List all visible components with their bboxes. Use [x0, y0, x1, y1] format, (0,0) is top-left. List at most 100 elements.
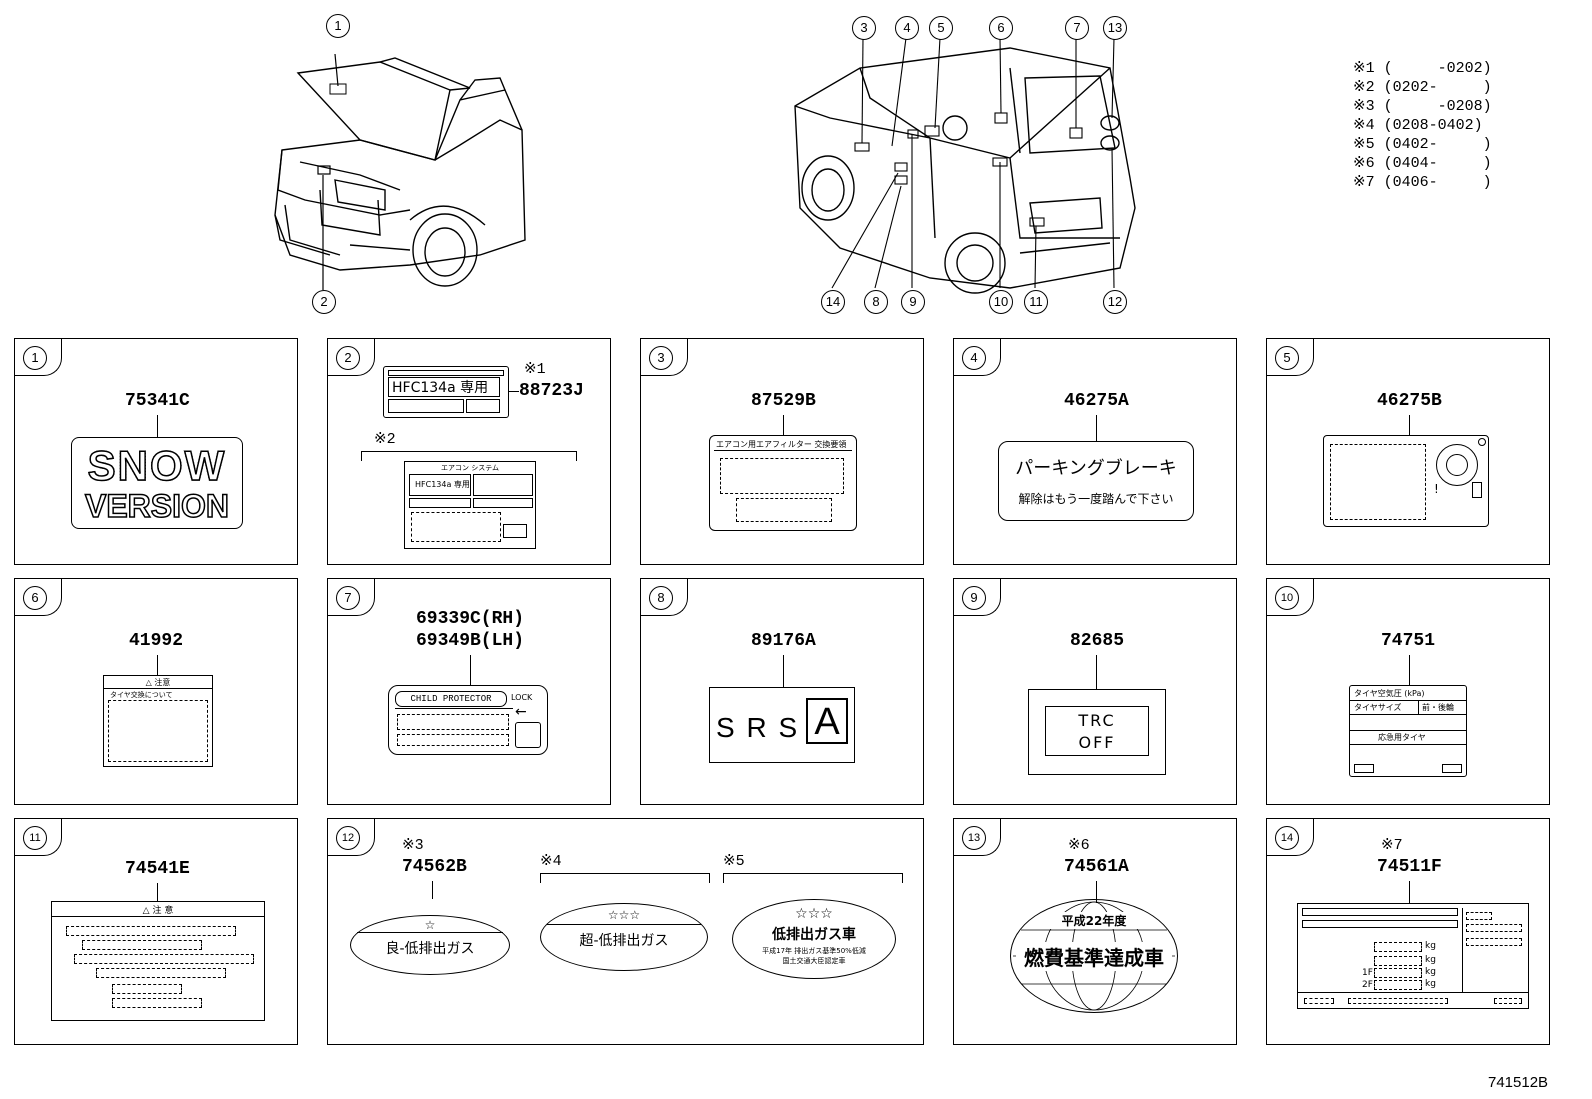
panel-number: 1: [23, 346, 47, 370]
panel-corner: [641, 579, 688, 616]
figure-code: 741512B: [1488, 1074, 1549, 1091]
part-number: 75341C: [125, 391, 190, 411]
note-1: ※1 ( -0202): [1353, 60, 1492, 77]
trc-off-label: TRC OFF: [1028, 689, 1166, 775]
rear-callout-10: 10: [989, 290, 1013, 314]
panel-2: 2 ※1 HFC134a 専用 88723J ※2 エアコン システム HFC1…: [327, 338, 611, 565]
panel-number: 3: [649, 346, 673, 370]
panel-6: 6 41992 △ 注意 タイヤ交換について: [14, 578, 298, 805]
caution-sheet-label: △ 注 意: [51, 901, 265, 1021]
panel-9: 9 82685 TRC OFF: [953, 578, 1237, 805]
panel-8: 8 89176A S R S A: [640, 578, 924, 805]
note-ref-4: ※4: [540, 853, 562, 870]
star-icon: ☆: [424, 918, 436, 932]
front-callout-2: 2: [312, 290, 336, 314]
bracket-5: [723, 873, 903, 883]
decal-line-2: VERSION: [84, 487, 230, 525]
leader-line: [157, 415, 158, 437]
parking-brake-label: パーキングブレーキ 解除はもう一度踏んで下さい: [998, 441, 1194, 521]
panel-corner: [15, 819, 62, 856]
decal-line-1: SNOW: [72, 441, 242, 490]
panel-corner: [1267, 819, 1314, 856]
part-number: 41992: [129, 631, 184, 651]
rear-callout-9: 9: [901, 290, 925, 314]
front-vehicle-drawing: [274, 53, 526, 290]
note-6: ※6 (0404- ): [1353, 155, 1492, 172]
note-ref-2: ※2: [374, 431, 396, 448]
leader-line: [470, 655, 471, 685]
note-ref-7: ※7: [1381, 837, 1403, 854]
tire-pressure-heading: タイヤ空気圧 (kPa): [1354, 689, 1425, 698]
parking-brake-line-2: 解除はもう一度踏んで下さい: [1018, 492, 1174, 506]
note-ref-1: ※1: [524, 361, 546, 378]
panel-corner: [641, 339, 688, 376]
spec-plate-label: kg kg 1F kg 2F kg: [1297, 903, 1529, 1009]
panel-corner: [15, 339, 62, 376]
rear-vehicle-drawing: [794, 37, 1136, 294]
rear-callout-13: 13: [1103, 16, 1127, 40]
rear-callout-14: 14: [821, 290, 845, 314]
note-ref-3: ※3: [402, 837, 424, 854]
kg-unit-4: kg: [1425, 979, 1436, 989]
leader-line: [1096, 881, 1097, 903]
aircon-system-label: エアコン システム HFC134a 専用: [404, 461, 536, 549]
tire-caution-label: △ 注意 タイヤ交換について: [103, 675, 213, 767]
panel-number: 12: [336, 826, 360, 850]
panel-7: 7 69339C(RH) 69349B(LH) CHILD PROTECTOR …: [327, 578, 611, 805]
axle-2f: 2F: [1362, 980, 1373, 990]
note-ref-6: ※6: [1068, 837, 1090, 854]
panel-corner: [328, 579, 375, 616]
oval-3-subtext-2: 国土交通大臣認定車: [782, 957, 846, 965]
note-ref-5: ※5: [723, 853, 745, 870]
leader-line: [1409, 655, 1410, 685]
steering-diagram-label: !: [1323, 435, 1489, 527]
part-number: 74561A: [1064, 857, 1129, 877]
panel-5: 5 46275B !: [1266, 338, 1550, 565]
leader-line: [157, 883, 158, 901]
panel-corner: [954, 339, 1001, 376]
variant-bracket: [361, 451, 577, 461]
fuel-year-text: 平成22年度: [1049, 912, 1139, 929]
parking-brake-line-1: パーキングブレーキ: [1015, 458, 1177, 479]
kg-unit-2: kg: [1425, 955, 1436, 965]
panel-13: 13 ※6 74561A 平成22年度 燃費基準達成車: [953, 818, 1237, 1045]
rear-callout-12: 12: [1103, 290, 1127, 314]
leader-line: [1096, 655, 1097, 689]
snow-version-decal: SNOW VERSION: [71, 437, 243, 529]
panel-corner: [1267, 339, 1314, 376]
panel-number: 9: [962, 586, 986, 610]
part-number: 74751: [1381, 631, 1436, 651]
kg-unit-3: kg: [1425, 967, 1436, 977]
part-number: 82685: [1070, 631, 1125, 651]
rear-callout-6: 6: [989, 16, 1013, 40]
srs-a-box: A: [806, 698, 848, 744]
part-number: 89176A: [751, 631, 816, 651]
rear-callout-11: 11: [1024, 290, 1048, 314]
panel-corner: [954, 579, 1001, 616]
panel-1: 1 75341C SNOW VERSION: [14, 338, 298, 565]
bracket-4: [540, 873, 710, 883]
panel-12: 12 ※3 74562B ※4 ※5 ☆ 良-低排出ガス ☆☆☆ 超-低排出ガス…: [327, 818, 924, 1045]
warning-icon: !: [1434, 482, 1439, 496]
leader-line: [432, 881, 433, 899]
leader-line: [157, 655, 158, 675]
leader-line: [1409, 881, 1410, 903]
low-emission-oval-2: ☆☆☆ 超-低排出ガス: [540, 903, 708, 971]
note-5: ※5 (0402- ): [1353, 136, 1492, 153]
inner-tag: HFC134a 専用: [415, 480, 470, 489]
panel-3: 3 87529B エアコン用エアフィルター 交換要領: [640, 338, 924, 565]
air-filter-text: エアコン用エアフィルター 交換要領: [716, 440, 847, 449]
panel-number: 11: [23, 826, 47, 850]
low-emission-oval-1: ☆ 良-低排出ガス: [350, 915, 510, 975]
part-number-rh: 69339C(RH): [416, 609, 525, 629]
caution-sheet-heading: △ 注 意: [142, 906, 174, 916]
oval-3-text: 低排出ガス車: [772, 927, 856, 943]
trc-text: TRC: [1078, 711, 1116, 730]
inner-title: エアコン システム: [440, 464, 499, 472]
panel-corner: [954, 819, 1001, 856]
wheel-heading: 前・後輪: [1422, 703, 1454, 712]
part-number: 74541E: [125, 859, 190, 879]
rear-callout-4: 4: [895, 16, 919, 40]
panel-number: 7: [336, 586, 360, 610]
panel-14: 14 ※7 74511F kg kg 1F kg 2F kg: [1266, 818, 1550, 1045]
